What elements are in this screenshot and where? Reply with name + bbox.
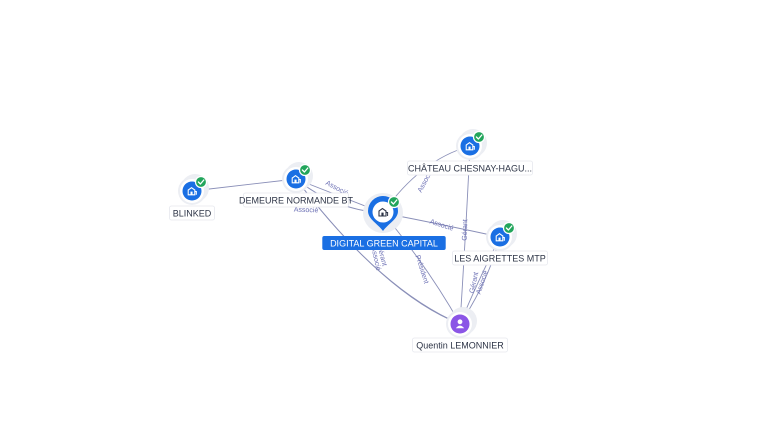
- check-icon: [502, 221, 516, 235]
- node-label: DEMEURE NORMANDE BT: [239, 196, 354, 206]
- building-icon: [465, 142, 475, 151]
- nodes-layer: DIGITAL GREEN CAPITAL DEMEURE NORMANDE BT…: [169, 129, 548, 353]
- node-demeure[interactable]: DEMEURE NORMANDE BT: [239, 162, 354, 208]
- node-label-bg: [322, 236, 446, 250]
- check-icon: [387, 195, 401, 209]
- node-label-bg: [407, 160, 533, 176]
- node-label-bg: [452, 250, 548, 266]
- building-icon: [291, 175, 301, 184]
- node-label: LES AIGRETTES MTP: [454, 254, 546, 264]
- edge-label: Associé: [429, 218, 455, 232]
- building-icon: [378, 207, 389, 217]
- edge-label: Président: [414, 254, 430, 284]
- node-chateau[interactable]: CHÂTEAU CHESNAY-HAGU...: [407, 129, 533, 176]
- edge-blinked-demeure: [191, 178, 297, 192]
- edge-label: Gérant: [469, 271, 480, 293]
- node-label-bg: [412, 337, 508, 353]
- node-label-bg: [243, 192, 349, 208]
- node-label: CHÂTEAU CHESNAY-HAGU...: [408, 164, 532, 174]
- node-blinked[interactable]: BLINKED: [169, 174, 215, 221]
- check-icon: [194, 175, 208, 189]
- node-quentin[interactable]: Quentin LEMONNIER: [412, 307, 508, 353]
- edge-label: Gérant: [462, 219, 470, 241]
- building-icon: [187, 187, 197, 196]
- node-aigrettes[interactable]: LES AIGRETTES MTP: [452, 220, 548, 266]
- user-icon: [455, 319, 465, 329]
- edge-line: [191, 178, 297, 192]
- edge-label: Associé: [294, 207, 319, 215]
- node-digital[interactable]: DIGITAL GREEN CAPITAL: [322, 193, 446, 250]
- check-icon: [298, 163, 312, 177]
- edge-label: Associé: [369, 246, 381, 272]
- check-icon: [472, 130, 486, 144]
- pin-inner: [372, 201, 394, 223]
- node-label: DIGITAL GREEN CAPITAL: [330, 239, 438, 249]
- building-icon: [495, 233, 505, 242]
- node-label: Quentin LEMONNIER: [416, 341, 504, 351]
- node-label: BLINKED: [173, 209, 212, 219]
- node-label-bg: [169, 205, 215, 221]
